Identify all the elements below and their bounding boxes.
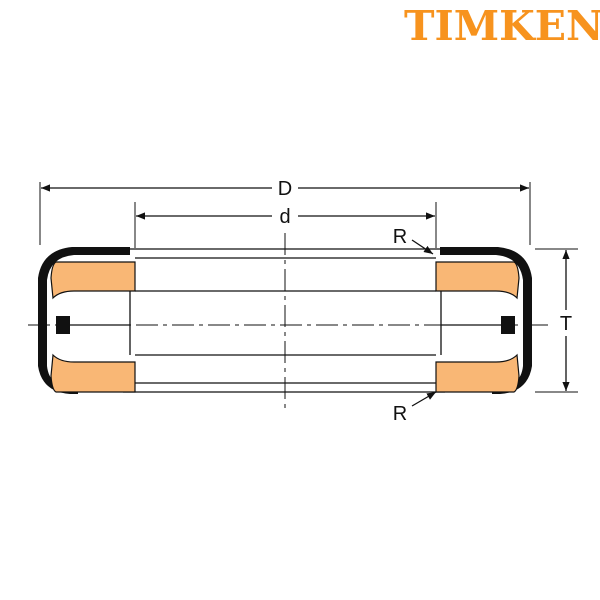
radius-leader-bottom	[411, 391, 437, 407]
inner-diameter-label: d	[279, 206, 290, 228]
width-label: T	[560, 313, 572, 335]
roller-left-top	[50, 261, 136, 300]
radius-label-top: R	[393, 226, 407, 248]
cage-retainer-left	[56, 316, 70, 334]
extension-lines	[39, 182, 578, 393]
washers	[123, 248, 445, 393]
left-outer-shell	[38, 247, 130, 394]
outer-diameter-label: D	[278, 178, 292, 200]
radius-label-bottom: R	[393, 403, 407, 425]
radius-leader-top	[411, 239, 434, 255]
roller-left-bottom	[50, 353, 136, 393]
right-outer-shell	[440, 247, 532, 394]
dimension-lines	[41, 184, 570, 407]
timken-logo: TIMKEN	[404, 2, 600, 50]
rollers	[50, 261, 520, 393]
roller-right-top	[435, 261, 520, 300]
roller-right-bottom	[435, 353, 520, 393]
center-lines	[28, 233, 548, 410]
